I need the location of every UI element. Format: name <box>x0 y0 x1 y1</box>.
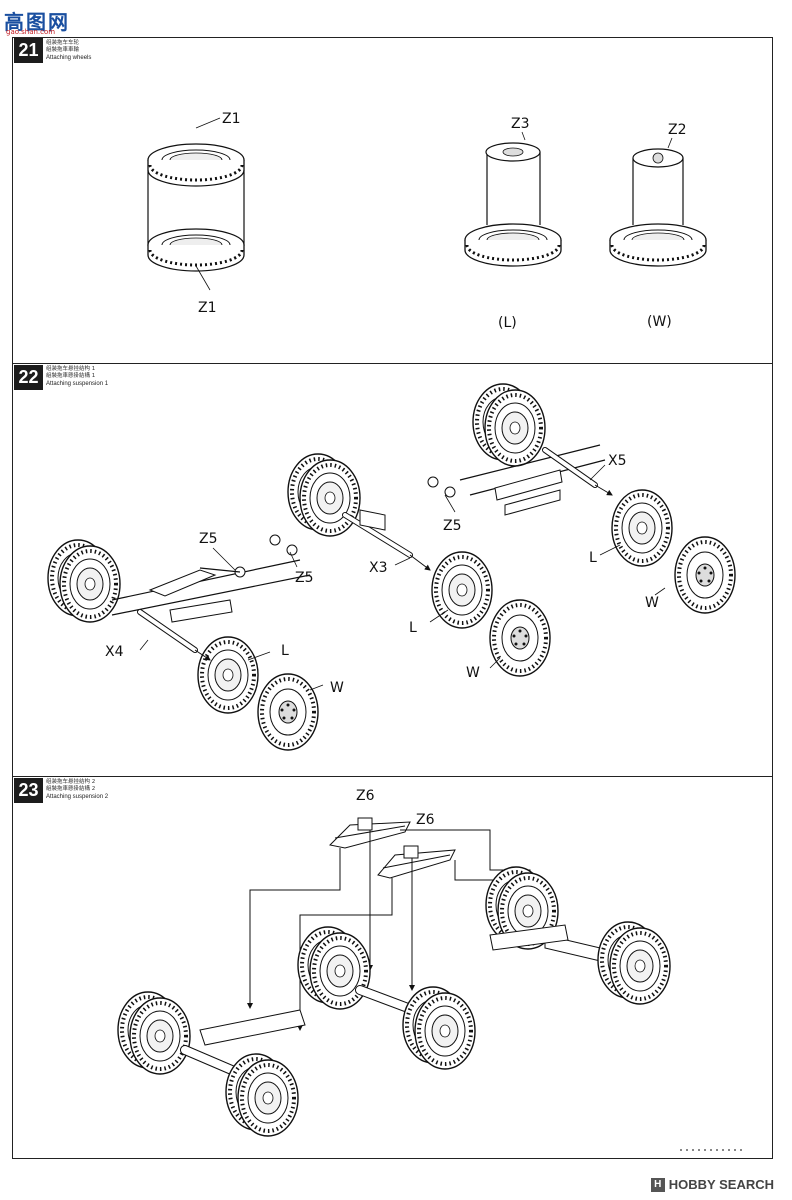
step-divider <box>12 363 773 364</box>
label-z6: Z6 <box>356 788 375 804</box>
step-number: 22 <box>14 365 43 390</box>
label-z3: Z3 <box>511 116 530 132</box>
watermark-site-url: gao.shan.com <box>6 28 56 36</box>
step-number: 23 <box>14 778 43 803</box>
label-w: W <box>645 595 659 611</box>
label-variant-l: (L) <box>498 315 517 331</box>
step-cn-line: 組裝拖車車輪 <box>46 47 80 53</box>
label-l: L <box>281 643 289 659</box>
label-l: L <box>589 550 597 566</box>
label-x3: X3 <box>369 560 388 576</box>
label-w: W <box>466 665 480 681</box>
footer-brand: HOBBY SEARCH <box>668 1177 774 1192</box>
label-x5: X5 <box>608 453 627 469</box>
label-z6: Z6 <box>416 812 435 828</box>
label-z1: Z1 <box>198 300 217 316</box>
wheel-assembly-z2 <box>608 137 708 268</box>
label-z2: Z2 <box>668 122 687 138</box>
instruction-frame <box>12 37 773 1159</box>
step-divider <box>12 776 773 777</box>
footer-credit: H HOBBY SEARCH <box>650 1177 774 1192</box>
label-z1: Z1 <box>222 111 241 127</box>
step-cn-line: 组装拖车车轮 <box>46 40 80 46</box>
step-cn-line: 组装拖车悬挂结构 2 <box>46 779 96 785</box>
suspension-2-assembly <box>118 817 745 1151</box>
wheel-assembly-z3 <box>463 131 563 268</box>
hobby-search-logo-icon: H <box>650 1177 665 1192</box>
step-title: Attaching wheels <box>46 55 92 61</box>
label-z5: Z5 <box>295 570 314 586</box>
step-cn-line: 組裝拖車懸掛結構 2 <box>46 786 96 792</box>
label-x4: X4 <box>105 644 124 660</box>
step-title: Attaching suspension 2 <box>46 794 109 800</box>
part-labels: Z1 Z1 Z3 Z2 (L) (W) Z5 Z5 Z5 X4 X3 X5 L … <box>105 111 687 828</box>
label-z5: Z5 <box>443 518 462 534</box>
label-z5: Z5 <box>199 531 218 547</box>
step-cn-line: 組裝拖車懸掛結構 1 <box>46 373 96 379</box>
step-cn-line: 组装拖车悬挂结构 1 <box>46 366 96 372</box>
tire-assembly-z1 <box>146 117 246 291</box>
step-number: 21 <box>14 38 43 63</box>
watermark-logo: 高图网 gao.shan.com <box>4 6 74 36</box>
label-l: L <box>409 620 417 636</box>
suspension-1-assembly <box>48 384 737 752</box>
label-variant-w: (W) <box>647 314 672 330</box>
watermark-site-name: 高图网 <box>4 10 70 34</box>
step-title: Attaching suspension 1 <box>46 381 109 387</box>
label-w: W <box>330 680 344 696</box>
